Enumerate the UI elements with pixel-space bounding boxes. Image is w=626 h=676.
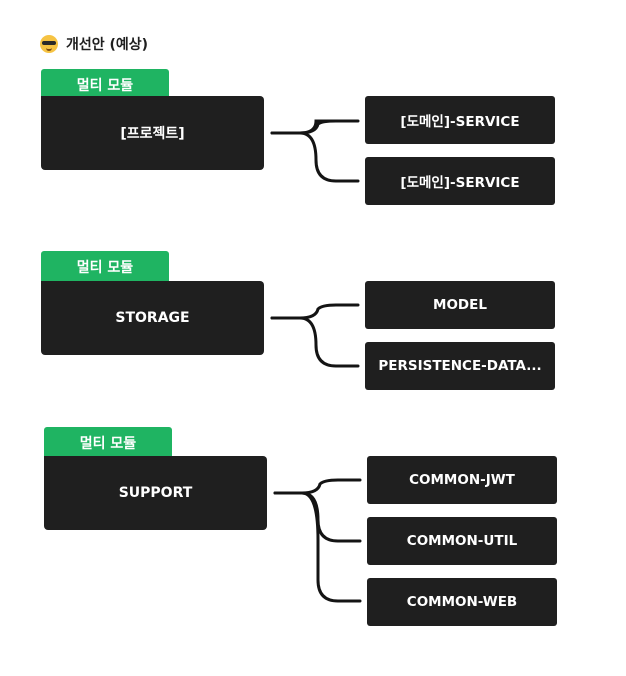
sunglasses-emoji-icon (40, 35, 58, 53)
group-2-main-box: STORAGE (41, 281, 264, 355)
group-1-child-2: [도메인]-SERVICE (365, 157, 555, 205)
group-3-connector-to-child-3 (300, 491, 362, 603)
group-1-tag: 멀티 모듈 (41, 69, 169, 101)
group-2-connector-to-child-2 (270, 316, 360, 368)
group-3-child-2: COMMON-UTIL (367, 517, 557, 565)
heading-title: 개선안 (예상) (66, 37, 149, 53)
diagram-heading: 개선안 (예상) (40, 34, 148, 54)
group-1-connector-upper-curve (298, 119, 338, 135)
group-2-child-1: MODEL (365, 281, 555, 329)
group-3-connector-to-child-1 (273, 478, 362, 495)
group-1-main-box: [프로젝트] (41, 96, 264, 170)
group-2-connector-to-child-1 (270, 303, 360, 320)
group-1-child-1: [도메인]-SERVICE (365, 96, 555, 144)
group-3-child-1: COMMON-JWT (367, 456, 557, 504)
group-1-connector-to-child-2 (270, 131, 360, 183)
group-3-child-3: COMMON-WEB (367, 578, 557, 626)
group-3-tag: 멀티 모듈 (44, 427, 172, 459)
group-2-tag: 멀티 모듈 (41, 251, 169, 283)
group-2-child-2: PERSISTENCE-DATA... (365, 342, 555, 390)
group-3-main-box: SUPPORT (44, 456, 267, 530)
